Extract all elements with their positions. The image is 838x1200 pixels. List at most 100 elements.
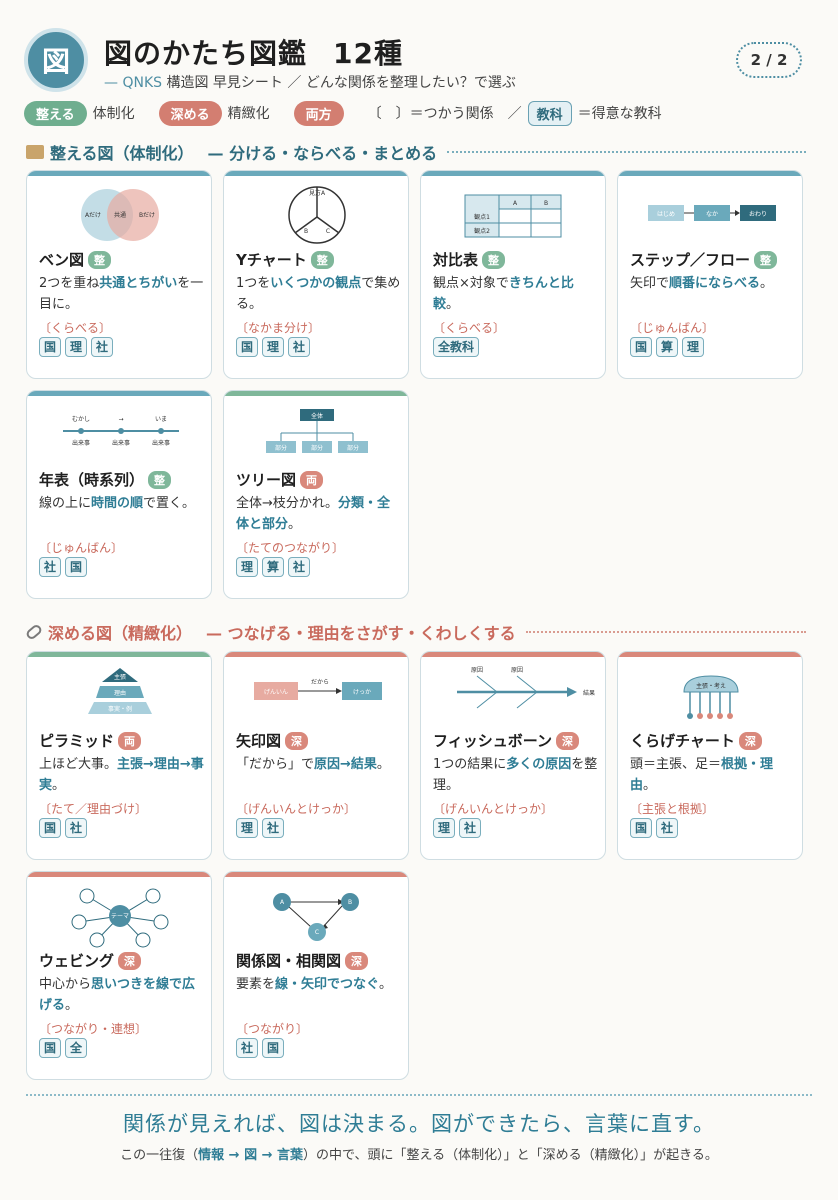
desc-highlight: いくつかの観点 [270, 276, 362, 291]
desc-text: 矢印で [630, 276, 670, 291]
desc-text: 。 [52, 778, 66, 793]
card-type-badge: 整 [754, 250, 778, 269]
card-subjects: 国理社 [236, 337, 311, 357]
svg-text:見方A: 見方A [309, 189, 326, 197]
svg-text:共通: 共通 [114, 211, 126, 219]
card-title: フィッシュボーン深 [433, 730, 579, 751]
card-accent-bar [224, 171, 408, 176]
card-subjects: 国全 [39, 1038, 88, 1058]
section-deepen-caption: — つなげる・理由をさがす・くわしくする [206, 624, 516, 643]
diagram-figure-icon: 原因原因結果 [457, 667, 595, 709]
subject-chip: 国 [39, 1038, 62, 1058]
svg-text:部分: 部分 [311, 444, 323, 452]
svg-text:Aだけ: Aだけ [85, 212, 101, 219]
card-name: ステップ／フロー [630, 251, 751, 269]
svg-text:出来事: 出来事 [152, 439, 170, 447]
desc-highlight: 線・矢印でつなぐ [275, 977, 380, 992]
subject-chip: 国 [39, 337, 62, 357]
card-title: ツリー図両 [236, 469, 324, 490]
card-subjects: 社国 [236, 1038, 285, 1058]
legend-organize-text: 体制化 [92, 106, 135, 122]
card-accent-bar [27, 872, 211, 877]
card-accent-bar [27, 652, 211, 657]
desc-highlight: 原因→結果 [314, 757, 377, 772]
card-accent-bar [224, 391, 408, 396]
card-name: ウェビング [39, 952, 115, 970]
svg-text:B: B [348, 899, 352, 906]
card-title: ピラミッド両 [39, 730, 142, 751]
card-subjects: 全教科 [433, 337, 480, 357]
svg-text:出来事: 出来事 [72, 439, 90, 447]
svg-text:C: C [326, 228, 330, 235]
subtitle-text: 構造図 早見シート ／ どんな関係を整理したい？で選ぶ [166, 75, 516, 91]
legend-both-pill: 両方 [293, 100, 344, 126]
card-relation: 〔たて／理由づけ〕 [39, 802, 148, 816]
card-relation: 〔くらべる〕 [39, 321, 112, 335]
card-name: ピラミッド [39, 732, 115, 750]
card-accent-bar [618, 652, 802, 657]
desc-text: 要素を [236, 977, 276, 992]
subject-chip: 社 [262, 818, 285, 838]
subject-chip: 国 [630, 337, 653, 357]
subject-chip: 理 [65, 337, 88, 357]
svg-text:だから: だから [311, 679, 329, 686]
card-name: Yチャート [236, 251, 307, 269]
card-name: ツリー図 [236, 471, 297, 489]
card-title: 対比表整 [433, 249, 506, 270]
card-type-badge: 深 [555, 731, 579, 750]
card-description: 全体→枝分かれ。分類・全体と部分。 [236, 493, 402, 535]
legend-organize-pill: 整える [24, 100, 87, 126]
diagram-figure-icon: はじめなかおわり [648, 205, 776, 221]
desc-text: を一目に。 [39, 276, 204, 312]
card-subjects: 理算社 [236, 557, 311, 577]
svg-text:けっか: けっか [353, 689, 371, 696]
svg-text:Bだけ: Bだけ [139, 212, 155, 219]
card-type-badge: 整 [482, 250, 506, 269]
svg-text:げんいん: げんいん [264, 688, 288, 696]
desc-text: 。 [446, 297, 460, 312]
svg-text:主張: 主張 [114, 673, 126, 681]
svg-text:原因: 原因 [511, 667, 523, 674]
card-description: 要素を線・矢印でつなぐ。 [236, 974, 402, 995]
desc-text: 。 [376, 757, 390, 772]
svg-text:事実・例: 事実・例 [108, 705, 132, 713]
card-relation: 〔主張と根拠〕 [630, 802, 715, 816]
subject-chip: 算 [262, 557, 285, 577]
logo-icon: 図 [24, 28, 88, 92]
svg-text:観点2: 観点2 [474, 227, 490, 235]
svg-text:A: A [513, 200, 518, 207]
desc-highlight: 分類・全体と部分 [236, 496, 391, 532]
card-description: 中心から思いつきを線で広げる。 [39, 974, 205, 1016]
svg-text:部分: 部分 [347, 444, 359, 452]
legend-subject-pill: 教科 [527, 100, 572, 126]
card-relation: 〔げんいんとけっか〕 [433, 802, 554, 816]
diagram-card: 全体部分部分部分ツリー図両全体→枝分かれ。分類・全体と部分。〔たてのつながり〕理… [223, 390, 409, 599]
footer-tagline: 関係が見えれば、図は決まる。図ができたら、言葉に直す。 [123, 1112, 715, 1136]
card-relation: 〔じゅんばん〕 [630, 321, 715, 335]
subject-chip: 理 [236, 818, 259, 838]
legend-subject-note: ＝得意な教科 [577, 106, 662, 122]
card-description: 「だから」で原因→結果。 [236, 754, 402, 775]
section-deepen-heading: 深める図（精緻化） — つなげる・理由をさがす・くわしくする [24, 620, 806, 644]
card-title: ウェビング深 [39, 950, 142, 971]
diagram-card: むかし→いま出来事出来事出来事年表（時系列）整線の上に時間の順で置く。〔じゅんば… [26, 390, 212, 599]
svg-text:理由: 理由 [114, 689, 126, 697]
footer-note-pre: この一往復（ [120, 1148, 199, 1163]
desc-text: を整理。 [433, 757, 598, 793]
card-name: 年表（時系列） [39, 471, 145, 489]
subtitle-brand: — QNKS [104, 75, 163, 91]
svg-text:観点1: 観点1 [474, 213, 490, 221]
desc-text: 1つの結果に [433, 757, 507, 772]
desc-text: で集める。 [236, 276, 401, 312]
card-subjects: 理社 [236, 818, 285, 838]
svg-text:B: B [544, 200, 548, 207]
card-accent-bar [224, 872, 408, 877]
card-accent-bar [618, 171, 802, 176]
link-icon [24, 623, 44, 641]
svg-text:なか: なか [706, 211, 718, 218]
card-description: 矢印で順番にならべる。 [630, 273, 796, 294]
